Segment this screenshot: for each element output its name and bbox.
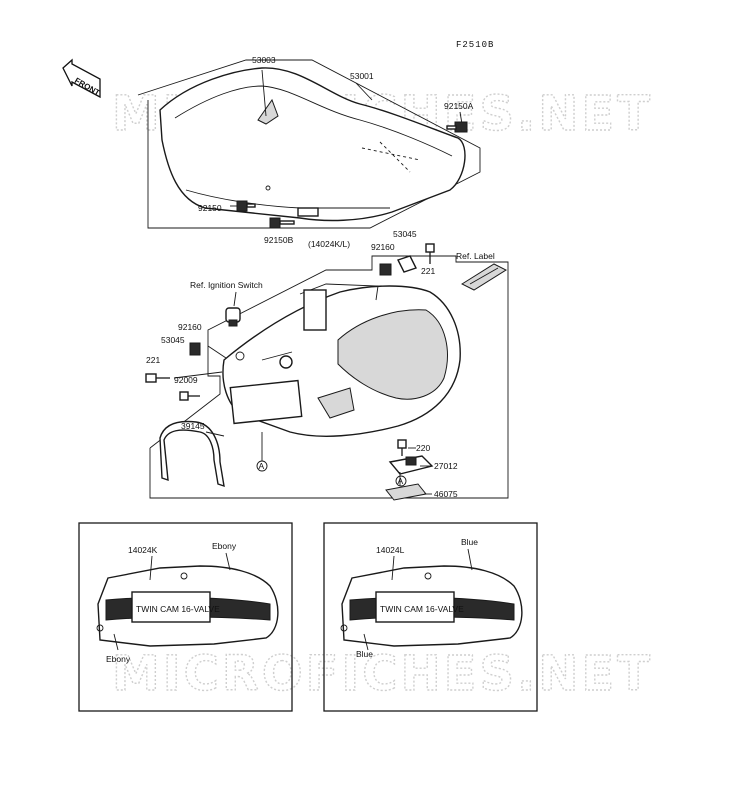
- front-arrow-icon: FRONT: [62, 58, 101, 99]
- clip-icon: [189, 342, 201, 356]
- inset-left-part: 14024K: [128, 545, 158, 555]
- callout-221-left: 221: [146, 355, 160, 365]
- inset-right-color-top: Blue: [461, 537, 478, 547]
- inset-right: TWIN CAM 16-VALVE: [323, 522, 538, 712]
- callout-92150B: 92150B: [264, 235, 294, 245]
- inset-right-part: 14024L: [376, 545, 405, 555]
- tail-cowl-group: A A: [145, 243, 509, 501]
- marker-a-2: A: [398, 476, 404, 486]
- cowl-side-drawing: TWIN CAM 16-VALVE: [340, 565, 523, 647]
- decal-text: TWIN CAM 16-VALVE: [136, 604, 220, 614]
- callout-92160-top: 92160: [371, 242, 395, 252]
- label-icon: [460, 263, 508, 291]
- callout-220: 220: [416, 443, 430, 453]
- clip-icon: [379, 263, 392, 276]
- callout-221-top: 221: [421, 266, 435, 276]
- bolt-icon: [425, 243, 435, 264]
- callout-92150A: 92150A: [444, 101, 474, 111]
- tail-cowl-drawing: [222, 283, 461, 437]
- callout-92009: 92009: [174, 375, 198, 385]
- figure-code: F2510B: [456, 40, 494, 50]
- cowl-side-drawing: TWIN CAM 16-VALVE: [96, 565, 279, 647]
- callout-39145: 39145: [181, 421, 205, 431]
- inset-left-color-bottom: Ebony: [106, 654, 131, 664]
- seat-group: [137, 59, 481, 229]
- inset-left-color-top: Ebony: [212, 541, 237, 551]
- grab-strap-drawing: [159, 420, 225, 488]
- callout-53045-top: 53045: [393, 229, 417, 239]
- bolt-icon: [446, 121, 468, 133]
- bolt-icon: [397, 439, 407, 456]
- callout-53003: 53003: [252, 55, 276, 65]
- inset-right-color-bottom: Blue: [356, 649, 373, 659]
- callout-53045-left: 53045: [161, 335, 185, 345]
- bolt-icon: [145, 373, 170, 383]
- bracket-drawing: [388, 455, 434, 475]
- ref-ignition-switch: Ref. Ignition Switch: [190, 280, 263, 290]
- clip-icon: [397, 255, 417, 273]
- callout-27012: 27012: [434, 461, 458, 471]
- inset-left: TWIN CAM 16-VALVE: [78, 522, 293, 712]
- marker-a-1: A: [259, 461, 265, 471]
- ref-label: Ref. Label: [456, 251, 495, 261]
- callout-92150: 92150: [198, 203, 222, 213]
- callout-92160-left: 92160: [178, 322, 202, 332]
- callout-46075: 46075: [434, 489, 458, 499]
- bolt-icon: [236, 200, 256, 212]
- bolt-icon: [179, 391, 200, 401]
- watermark-bottom: MICROFICHES.NET: [112, 646, 653, 702]
- seat-drawing: [159, 67, 466, 222]
- callout-14024KL: (14024K/L): [308, 239, 350, 249]
- ignition-switch-icon: [225, 307, 241, 327]
- callout-53001: 53001: [350, 71, 374, 81]
- decal-text: TWIN CAM 16-VALVE: [380, 604, 464, 614]
- bolt-icon: [269, 217, 295, 229]
